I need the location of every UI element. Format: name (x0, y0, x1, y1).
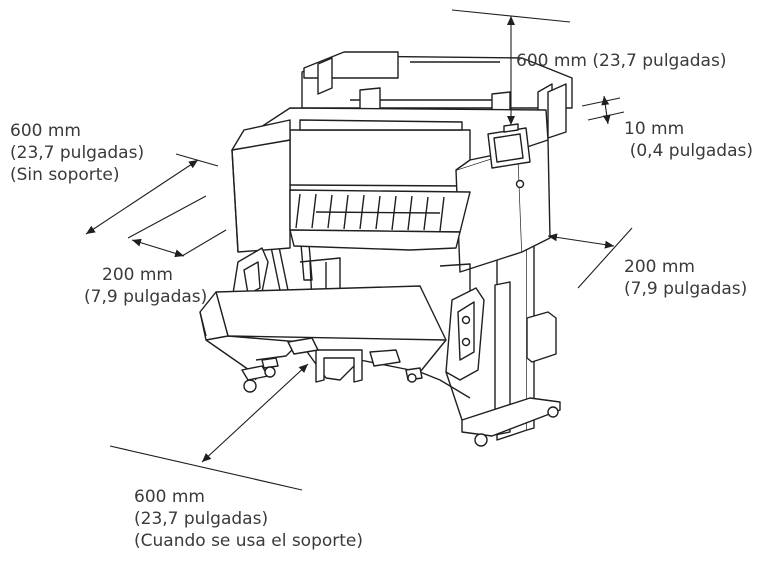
left-side-reference-1 (127, 195, 207, 239)
top-clearance-value: 600 mm (23,7 pulgadas) (516, 51, 727, 71)
dimension-lines (85, 9, 633, 491)
left-no-stand-arrow (85, 159, 199, 235)
stand-right-leg (494, 237, 535, 441)
stand-base-right (461, 397, 561, 447)
right-side-value: 200 mm (624, 257, 695, 277)
left-side-arrow (131, 238, 185, 258)
roll-unit (301, 51, 573, 139)
right-side-arrow (547, 233, 615, 249)
printer-illustration (199, 51, 573, 447)
front-with-stand-inches: (23,7 pulgadas) (134, 509, 269, 529)
output-guide (289, 189, 471, 251)
left-side-reference-2 (181, 229, 227, 257)
right-side-inches: (7,9 pulgadas) (624, 279, 748, 299)
right-side-reference (577, 227, 633, 289)
left-side-value: 200 mm (102, 265, 173, 285)
paper-basket (199, 247, 485, 421)
front-dimension-arrow (201, 363, 309, 463)
left-no-stand-value: 600 mm (10, 121, 81, 141)
front-with-stand-label: 600 mm (23,7 pulgadas) (Cuando se usa el… (134, 486, 363, 552)
left-no-stand-label: 600 mm (23,7 pulgadas) (Sin soporte) (10, 120, 144, 186)
right-gap-value: 10 mm (624, 119, 685, 139)
right-gap-label: 10 mm (0,4 pulgadas) (612, 118, 753, 162)
gap-reference-line-1 (581, 97, 621, 107)
left-reference-line (175, 153, 219, 167)
left-no-stand-inches: (23,7 pulgadas) (10, 143, 145, 163)
left-side-label: 200 mm (7,9 pulgadas) (84, 264, 207, 308)
side-box (526, 311, 557, 363)
right-side-label: 200 mm (7,9 pulgadas) (624, 256, 747, 300)
front-with-stand-value: 600 mm (134, 487, 205, 507)
top-clearance-label: 600 mm (23,7 pulgadas) (516, 50, 726, 72)
front-reference-line (109, 445, 303, 491)
front-with-stand-note: (Cuando se usa el soporte) (134, 531, 364, 551)
right-gap-inches: (0,4 pulgadas) (629, 141, 753, 161)
left-side-inches: (7,9 pulgadas) (84, 287, 208, 307)
left-no-stand-note: (Sin soporte) (10, 165, 120, 185)
gap-dimension-arrow (601, 95, 611, 125)
